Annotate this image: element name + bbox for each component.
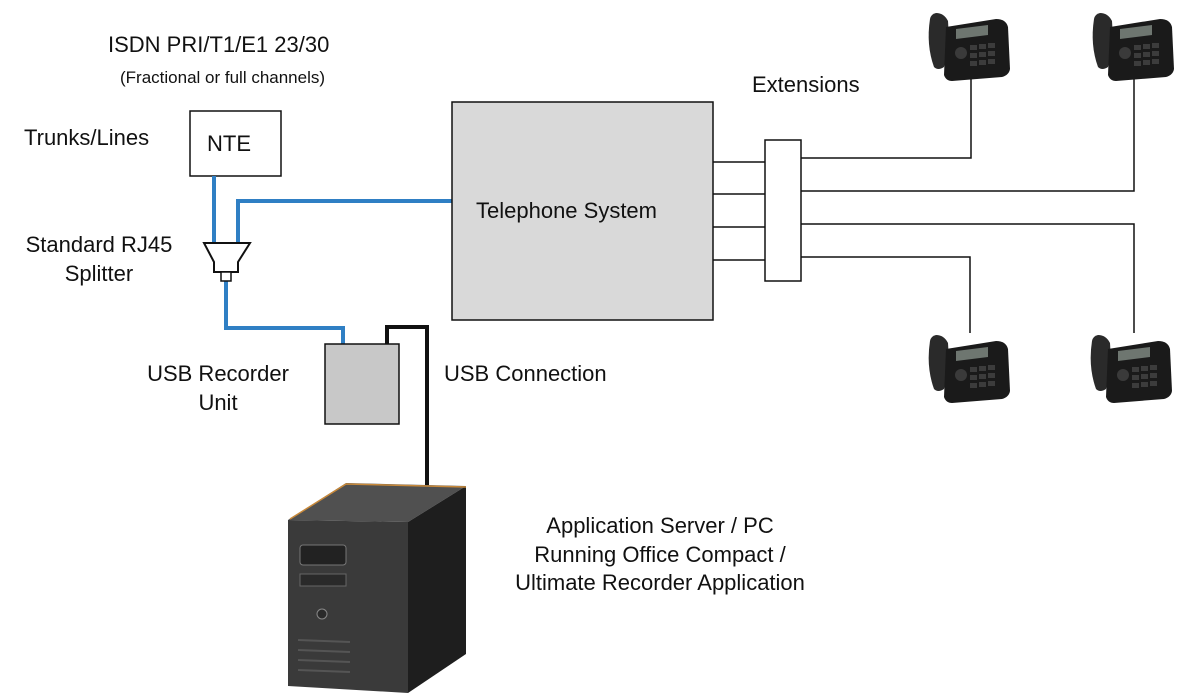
desk-phone-icon-3 bbox=[928, 335, 1010, 403]
extensions-label: Extensions bbox=[752, 72, 860, 97]
server-label-line-1: Application Server / PC bbox=[546, 513, 774, 538]
usb-recorder-label-line-1: USB Recorder bbox=[147, 361, 289, 386]
distribution-block bbox=[764, 139, 802, 282]
server-label-line-2: Running Office Compact / bbox=[534, 541, 786, 567]
extension-line-3 bbox=[801, 223, 1135, 333]
nte-box bbox=[189, 110, 282, 177]
splitter-label-line-1: Standard RJ45 bbox=[25, 232, 173, 257]
extension-wires bbox=[713, 76, 1135, 333]
usb-cable bbox=[385, 325, 429, 488]
trunks-label: Trunks/Lines bbox=[24, 125, 150, 150]
splitter-label-line-2: Splitter bbox=[64, 260, 134, 286]
desk-phone-icon-2 bbox=[1092, 13, 1174, 81]
usb-recorder-box bbox=[324, 343, 400, 425]
telephone-system-label: Telephone System bbox=[476, 198, 657, 223]
application-server-label: Application Server / PC Running Office C… bbox=[478, 512, 842, 598]
desk-phone-icon-1 bbox=[928, 13, 1010, 81]
splitter-to-telephone-wire bbox=[236, 199, 452, 243]
blue-wires bbox=[212, 176, 452, 344]
server-label-line-3: Ultimate Recorder Application bbox=[515, 570, 805, 596]
extension-line-2 bbox=[801, 77, 1135, 192]
usb-recorder-label-line-2: Unit bbox=[198, 389, 238, 415]
telephone-system-box bbox=[451, 101, 714, 321]
desk-phone-icon-4 bbox=[1090, 335, 1172, 403]
isdn-sublabel: (Fractional or full channels) bbox=[120, 68, 326, 87]
extension-line-1 bbox=[801, 76, 972, 159]
rj45-splitter-icon bbox=[202, 242, 252, 282]
isdn-label: ISDN PRI/T1/E1 23/30 bbox=[108, 32, 330, 57]
splitter-to-recorder-wire bbox=[224, 281, 345, 344]
extension-line-4 bbox=[801, 256, 971, 333]
usb-recorder-label: USB Recorder Unit bbox=[132, 360, 304, 417]
splitter-label: Standard RJ45 Splitter bbox=[8, 231, 190, 288]
tower-pc-icon bbox=[288, 483, 467, 693]
nte-label: NTE bbox=[207, 131, 251, 156]
usb-connection-label: USB Connection bbox=[444, 361, 607, 386]
